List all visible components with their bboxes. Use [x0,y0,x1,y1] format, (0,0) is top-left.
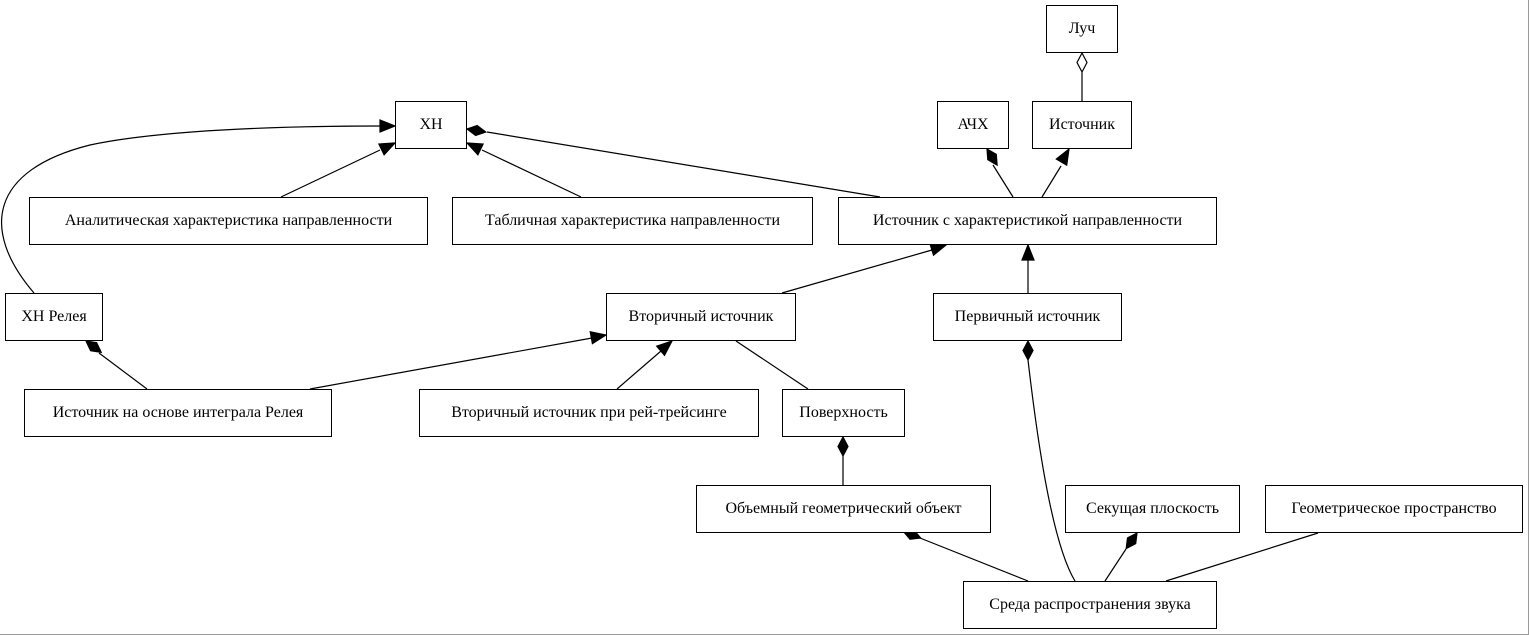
node-xn-rayleigh[interactable]: ХН Релея [5,293,103,341]
aggregation-head [1076,51,1088,74]
node-tabular-directivity[interactable]: Табличная характеристика направленности [452,197,813,245]
inheritance-head [1021,243,1035,261]
composition-head [986,147,998,167]
composition-head [1125,531,1138,550]
inheritance-head [929,243,948,257]
node-directional-source[interactable]: Источник с характеристикой направленност… [838,197,1217,245]
inheritance-head [377,142,397,156]
node-section-plane[interactable]: Секущая плоскость [1065,485,1240,533]
edge-association-surface-to-secondary [735,340,809,390]
composition-head [1022,339,1034,362]
edge-inheritance-secondary-to-dir-source [781,243,948,294]
inheritance-head [465,142,485,156]
node-volume-object[interactable]: Объемный геометрический объект [696,485,991,533]
node-rayleigh-integral-source[interactable]: Источник на основе интеграла Релея [24,389,332,437]
composition-head [837,435,849,458]
edge-composition-medium-to-volume-obj [901,529,1029,582]
composition-head [84,340,103,354]
edge-inheritance-ray-trace-to-secondary [616,339,674,390]
edge-composition-medium-to-section-plane [1104,531,1138,582]
edge-composition-rayleigh-src-to-xn-rayleigh [84,340,148,390]
node-achx[interactable]: АЧХ [937,101,1009,149]
edge-composition-dir-source-to-xn [465,124,881,198]
edge-inheritance-rayleigh-src-to-secondary [309,331,608,390]
right-border [1527,0,1529,635]
edge-inheritance-xn-rayleigh-to-xn [1,119,397,294]
node-ray-tracing-source[interactable]: Вторичный источник при рей-трейсинге [419,389,759,437]
node-propagation-medium[interactable]: Среда распространения звука [963,581,1217,629]
node-istochnik[interactable]: Источник [1032,101,1132,149]
edge-inheritance-tablich-to-xn [465,142,582,198]
inheritance-head [655,339,674,357]
node-secondary-source[interactable]: Вторичный источник [606,293,796,341]
edge-association-medium-to-geo-space [1165,532,1319,582]
node-analytic-directivity[interactable]: Аналитическая характеристика направленно… [29,197,428,245]
edge-inheritance-primary-to-dir-source [1021,243,1035,293]
inheritance-head [379,119,397,133]
node-geometric-space[interactable]: Геометрическое пространство [1265,485,1523,533]
inheritance-head [1055,147,1070,167]
edge-aggregation-istochnik-to-luch [1076,51,1088,101]
edge-composition-dir-source-to-achx [986,147,1014,198]
node-primary-source[interactable]: Первичный источник [933,293,1122,341]
node-xn[interactable]: ХН [395,101,467,149]
edge-inheritance-dir-source-to-istochnik [1041,147,1070,198]
node-luch[interactable]: Луч [1046,5,1118,53]
node-surface[interactable]: Поверхность [782,389,905,437]
edge-composition-volume-obj-to-surface [837,435,849,485]
inheritance-head [589,331,608,345]
edge-composition-medium-to-primary [1022,339,1076,582]
edge-inheritance-analit-to-xn [280,142,397,198]
composition-head [465,124,488,137]
bottom-border [0,633,1529,635]
